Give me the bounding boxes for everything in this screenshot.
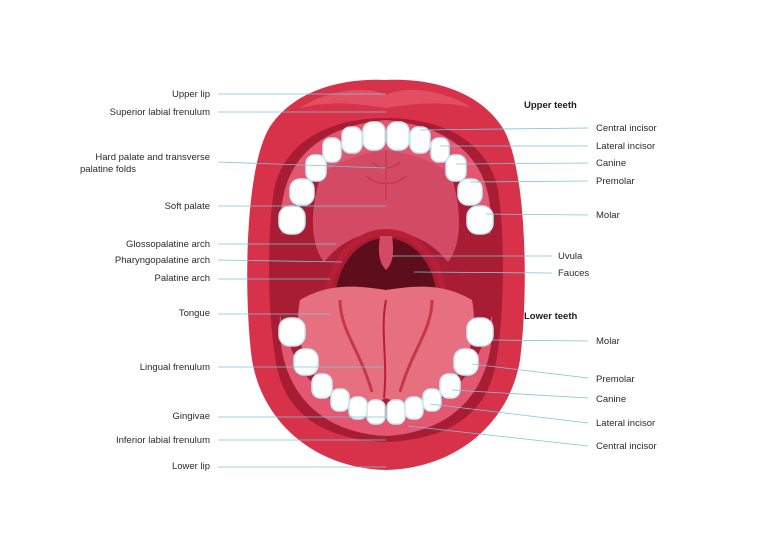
- label-upper-central-incisor: Central incisor: [596, 123, 657, 134]
- leader-line: [413, 271, 553, 274]
- label-lower-lip: Lower lip: [171, 461, 210, 472]
- tongue-underside-veins: [338, 299, 434, 393]
- label-upper-canine: Canine: [596, 158, 627, 169]
- upper-tooth: [322, 137, 342, 163]
- label-upper-molar: Molar: [596, 210, 620, 221]
- label-soft-palate: Soft palate: [164, 201, 210, 212]
- upper-lip-highlight: [300, 89, 472, 108]
- lower-tooth: [311, 373, 333, 399]
- label-upper-premolar: Premolar: [596, 176, 635, 187]
- label-tongue: Tongue: [178, 308, 210, 319]
- lower-teeth-heading: Lower teeth: [524, 311, 578, 322]
- hard-palate: [312, 140, 460, 262]
- upper-tooth: [430, 137, 450, 163]
- lower-tooth: [386, 399, 406, 425]
- leader-line: [451, 389, 589, 399]
- leader-line: [217, 161, 387, 169]
- palatine-arch: [325, 228, 447, 293]
- label-lower-premolar: Premolar: [596, 374, 635, 385]
- label-hard-palate-line1: Hard palate and transverse: [95, 152, 210, 163]
- label-lingual-frenulum: Lingual frenulum: [139, 362, 210, 373]
- upper-tooth: [362, 121, 386, 151]
- upper-tooth: [466, 205, 494, 235]
- leader-line: [471, 363, 589, 379]
- lower-tooth: [404, 396, 424, 420]
- label-inferior-labial-frenulum: Inferior labial frenulum: [116, 435, 210, 446]
- lower-tooth: [439, 373, 461, 399]
- upper-tooth: [305, 154, 327, 182]
- leader-lines: [217, 93, 589, 468]
- label-glossopalatine-arch: Glossopalatine arch: [126, 239, 210, 250]
- upper-tooth: [341, 126, 363, 154]
- upper-teeth-heading: Upper teeth: [524, 100, 577, 111]
- leader-line: [407, 425, 589, 447]
- upper-tooth: [409, 126, 431, 154]
- label-pharyngopalatine-arch: Pharyngopalatine arch: [114, 255, 210, 266]
- upper-tooth: [289, 178, 315, 206]
- label-palatine-arch: Palatine arch: [154, 273, 210, 284]
- label-lower-lateral-incisor: Lateral incisor: [596, 418, 656, 429]
- leader-line: [485, 213, 589, 216]
- upper-tooth: [445, 154, 467, 182]
- leader-line: [455, 162, 589, 165]
- label-lower-molar: Molar: [596, 336, 620, 347]
- lower-tooth: [278, 317, 306, 347]
- label-upper-lip: Upper lip: [171, 89, 210, 100]
- lower-teeth: [278, 315, 494, 436]
- lower-tooth: [348, 396, 368, 420]
- leader-line: [429, 403, 589, 424]
- label-lower-canine: Canine: [596, 394, 627, 405]
- lower-tooth: [293, 348, 319, 376]
- upper-tooth: [457, 178, 483, 206]
- label-upper-lateral-incisor: Lateral incisor: [596, 141, 656, 152]
- upper-teeth: [278, 120, 494, 235]
- leader-line: [217, 259, 343, 263]
- lower-tooth: [466, 317, 494, 347]
- label-gingivae: Gingivae: [172, 411, 211, 422]
- lower-tooth: [330, 388, 350, 412]
- leader-line: [469, 180, 589, 183]
- upper-tooth: [278, 205, 306, 235]
- label-lower-central-incisor: Central incisor: [596, 441, 657, 452]
- leader-line: [491, 339, 589, 342]
- lower-tooth: [422, 388, 442, 412]
- label-superior-labial-frenulum: Superior labial frenulum: [109, 107, 210, 118]
- uvula: [378, 236, 394, 270]
- upper-tooth: [386, 121, 410, 151]
- label-hard-palate-line2: palatine folds: [80, 164, 136, 175]
- label-uvula: Uvula: [558, 251, 583, 262]
- leader-line: [419, 127, 589, 131]
- lingual-frenulum-line: [382, 299, 387, 399]
- lower-tooth: [366, 399, 386, 425]
- lower-tooth: [453, 348, 479, 376]
- label-fauces: Fauces: [558, 268, 590, 279]
